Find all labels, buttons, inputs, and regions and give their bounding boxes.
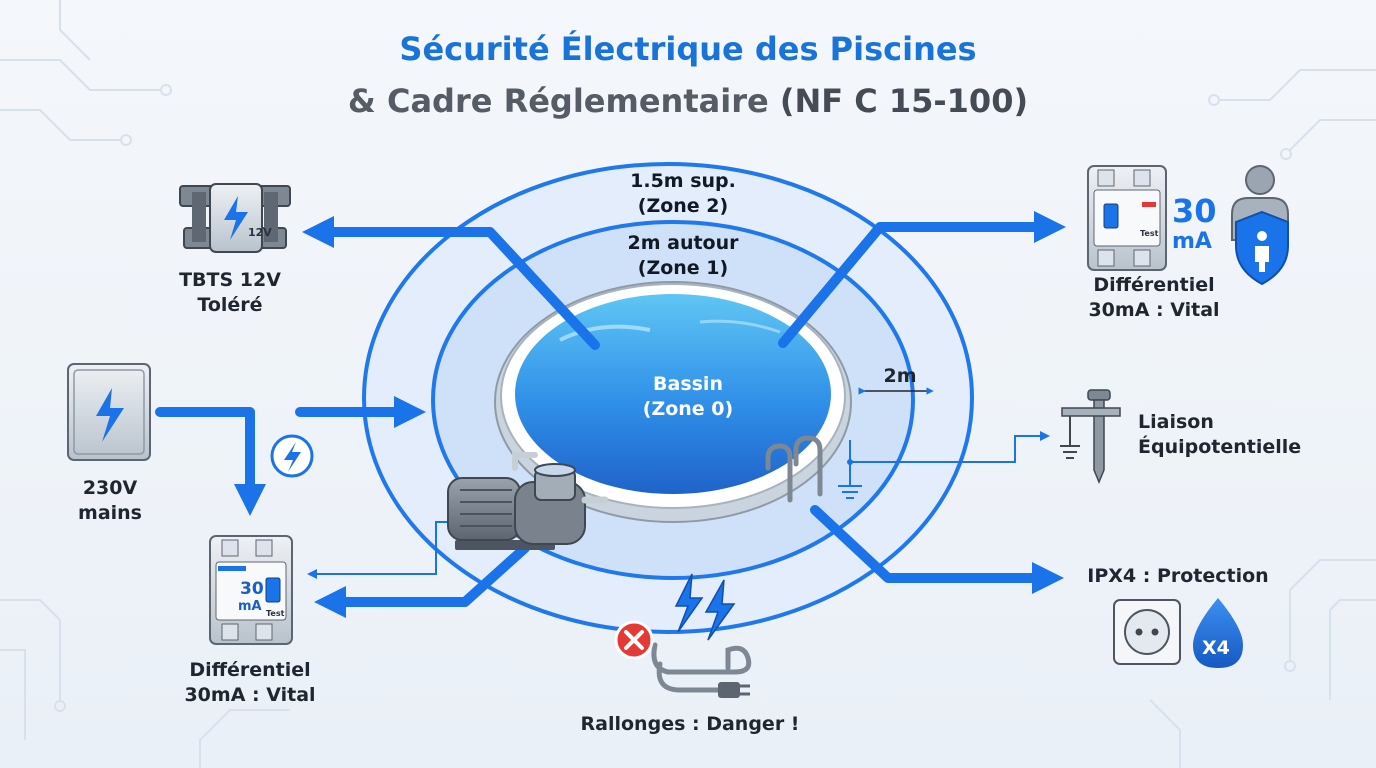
arrow-to-tbts — [301, 215, 600, 350]
page-title: Sécurité Électrique des Piscines — [399, 30, 977, 68]
ipx4-badge: X4 — [1202, 637, 1230, 659]
mains-label-line2: mains — [78, 502, 142, 524]
rcd-right-unit: mA — [1172, 229, 1212, 254]
equipotential-label-line1: Liaison — [1138, 411, 1214, 433]
ground-rod-icon — [1060, 389, 1121, 484]
forbidden-icon — [614, 620, 654, 660]
arrow-pump-to-rcd — [313, 543, 530, 619]
ipx4-label: IPX4 : Protection — [1068, 564, 1288, 589]
rcd-left-unit: mA — [238, 599, 262, 614]
arrow-to-rcd-right — [778, 210, 1067, 348]
connection-dot — [847, 459, 853, 465]
socket-icon — [1113, 599, 1181, 665]
rcd-right-label-line2: 30mA : Vital — [1088, 299, 1220, 321]
arrow-to-ipx4 — [810, 505, 1065, 595]
ipx4-label-line1: IPX4 : Protection — [1087, 565, 1269, 587]
transformer-voltage-label: 12V — [248, 226, 272, 239]
zone0-label-line1: Bassin — [653, 373, 723, 395]
zone1-label-line1: 2m autour — [627, 232, 739, 254]
rcd-right-value: 30 — [1172, 192, 1217, 230]
rcd-right-test: Test — [1140, 229, 1159, 238]
transformer-icon — [179, 183, 291, 253]
rcd-left-label-line1: Différentiel — [189, 659, 311, 681]
plug-icon — [718, 682, 750, 698]
rcd-left-label-line2: 30mA : Vital — [184, 684, 316, 706]
dimension-value: 2m — [883, 365, 917, 387]
zone0-label-line2: (Zone 0) — [642, 398, 734, 420]
lightning-icon — [674, 573, 736, 641]
extension-cord-icon — [651, 642, 752, 693]
tbts-label-line1: TBTS 12V — [179, 269, 281, 291]
subtitle-standard: (NF C 15-100) — [779, 82, 1029, 120]
arrow-mains-to-rcd — [155, 407, 267, 517]
rcd-breaker-icon — [209, 535, 293, 645]
equipotential-label-line2: Équipotentielle — [1138, 436, 1302, 458]
mains-label: 230V mains — [50, 476, 170, 526]
subtitle-text: & Cadre Réglementaire — [347, 82, 780, 120]
zone0-label: Bassin (Zone 0) — [588, 372, 788, 422]
zone1-label: 2m autour (Zone 1) — [588, 231, 778, 281]
mains-label-line1: 230V — [82, 477, 138, 499]
extension-label-line1: Rallonges : Danger ! — [580, 713, 800, 735]
tbts-label-line2: Toléré — [197, 294, 263, 316]
lightning-icon — [270, 434, 314, 478]
shield-icon — [1235, 210, 1289, 286]
rcd-left-test: Test — [266, 609, 285, 618]
page-subtitle: & Cadre Réglementaire (NF C 15-100) — [0, 82, 1376, 120]
equipotential-label: Liaison Équipotentielle — [1138, 410, 1338, 460]
rcd-right-label: Différentiel 30mA : Vital — [1064, 273, 1244, 323]
zone2-label: 1.5m sup. (Zone 2) — [588, 169, 778, 219]
tbts-label: TBTS 12V Toléré — [160, 268, 300, 318]
water-drop-icon — [1193, 598, 1243, 668]
extension-label: Rallonges : Danger ! — [560, 712, 820, 737]
rcd-right-label-line1: Différentiel — [1093, 274, 1215, 296]
zone1-label-line2: (Zone 1) — [637, 257, 729, 279]
ground-symbol-icon — [838, 485, 862, 499]
junction-box-icon — [67, 363, 151, 461]
rcd-left-label: Différentiel 30mA : Vital — [160, 658, 340, 708]
zone2-label-line1: 1.5m sup. — [630, 170, 736, 192]
zone2-label-line2: (Zone 2) — [637, 195, 729, 217]
pool-ladder-icon — [765, 435, 823, 503]
rcd-breaker-icon — [1087, 165, 1167, 271]
connector-arrows — [155, 210, 1067, 619]
dimension-label: 2m — [870, 364, 930, 389]
rcd-left-value: 30 — [240, 579, 264, 599]
pool-pump-icon — [447, 452, 609, 550]
